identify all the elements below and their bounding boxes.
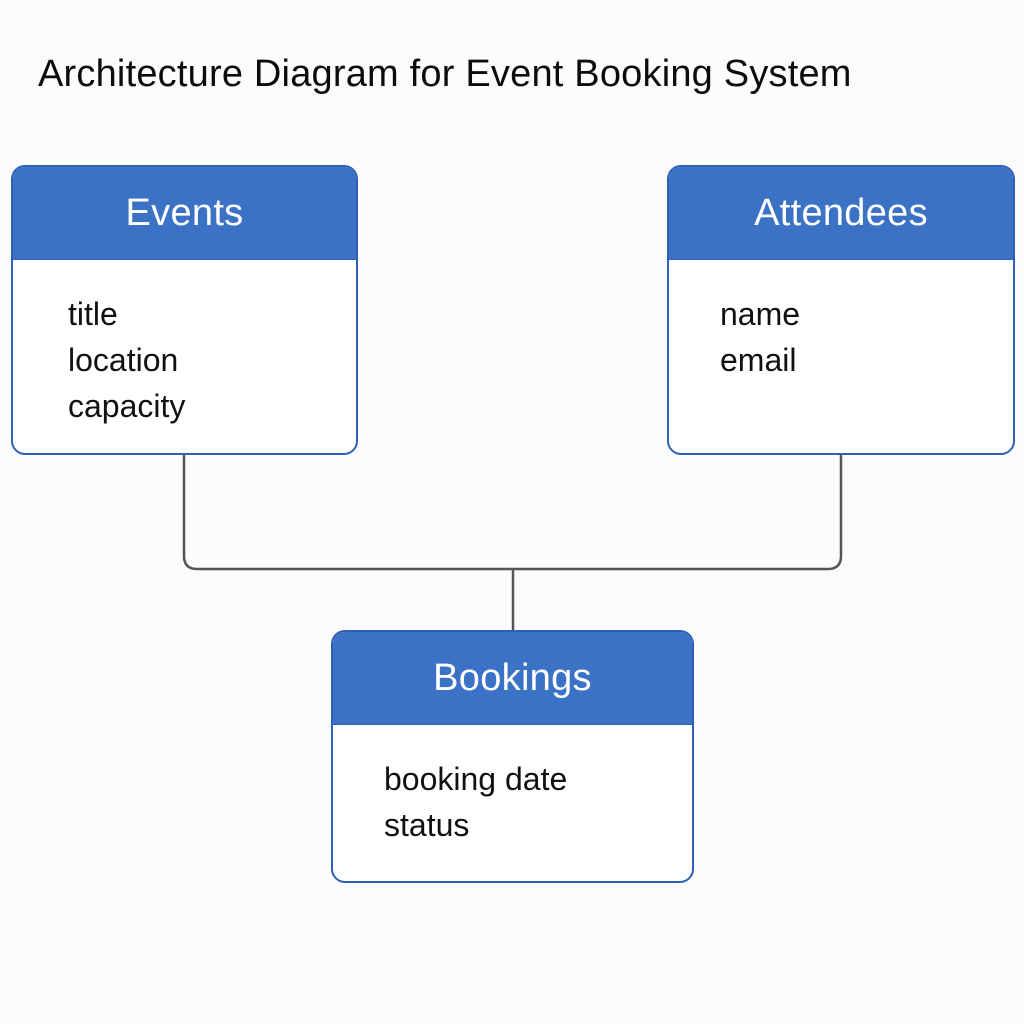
connector-events bbox=[182, 455, 513, 571]
entity-attendees-header: Attendees bbox=[669, 167, 1013, 260]
entity-events: Events title location capacity bbox=[11, 165, 358, 455]
attribute-location: location bbox=[68, 342, 179, 378]
attribute-booking-date: booking date bbox=[384, 761, 568, 797]
entity-attendees: Attendees name email bbox=[667, 165, 1015, 455]
attribute-name: name bbox=[720, 296, 801, 332]
diagram-title: Architecture Diagram for Event Booking S… bbox=[38, 53, 852, 95]
entity-events-title: Events bbox=[125, 191, 244, 234]
entity-attendees-title: Attendees bbox=[754, 191, 928, 234]
attribute-capacity: capacity bbox=[68, 388, 186, 424]
entity-bookings-header: Bookings bbox=[333, 632, 692, 725]
attribute-status: status bbox=[384, 807, 470, 843]
entity-bookings-title: Bookings bbox=[433, 656, 592, 699]
entity-bookings-attributes: booking date status bbox=[384, 756, 567, 848]
entity-bookings: Bookings booking date status bbox=[331, 630, 694, 883]
entity-events-attributes: title location capacity bbox=[68, 291, 185, 429]
connector-attendees bbox=[513, 455, 843, 571]
attribute-title: title bbox=[68, 296, 118, 332]
entity-attendees-attributes: name email bbox=[720, 291, 800, 383]
attribute-email: email bbox=[720, 342, 797, 378]
entity-events-header: Events bbox=[13, 167, 356, 260]
